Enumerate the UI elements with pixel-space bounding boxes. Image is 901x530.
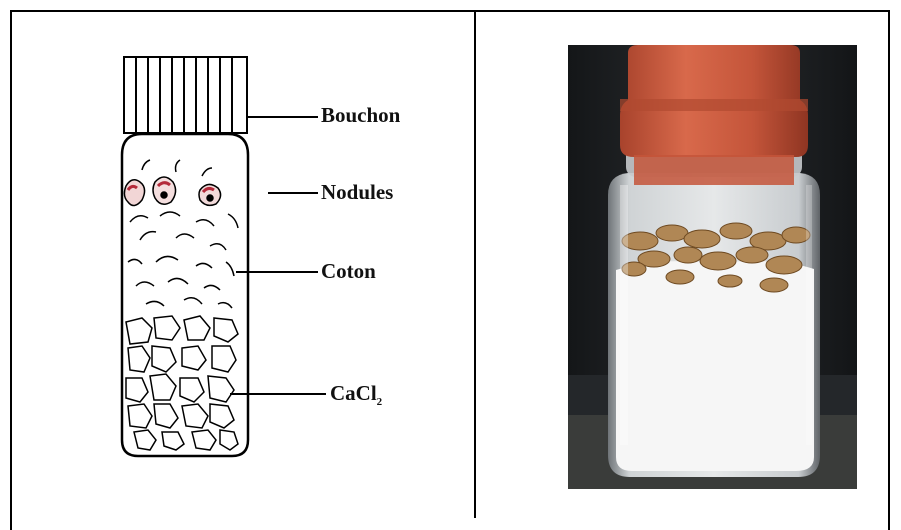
cap-illustration xyxy=(124,57,247,133)
desiccant-label: CaCl2 xyxy=(330,383,382,408)
desiccant-label-main: CaCl xyxy=(330,381,377,405)
jar-photo xyxy=(568,45,857,489)
jar-cotton xyxy=(616,261,814,471)
nodules-label: Nodules xyxy=(321,182,393,203)
cap-label: Bouchon xyxy=(321,105,400,126)
desiccant-label-subscript: 2 xyxy=(377,396,383,408)
cotton-label: Coton xyxy=(321,261,376,282)
